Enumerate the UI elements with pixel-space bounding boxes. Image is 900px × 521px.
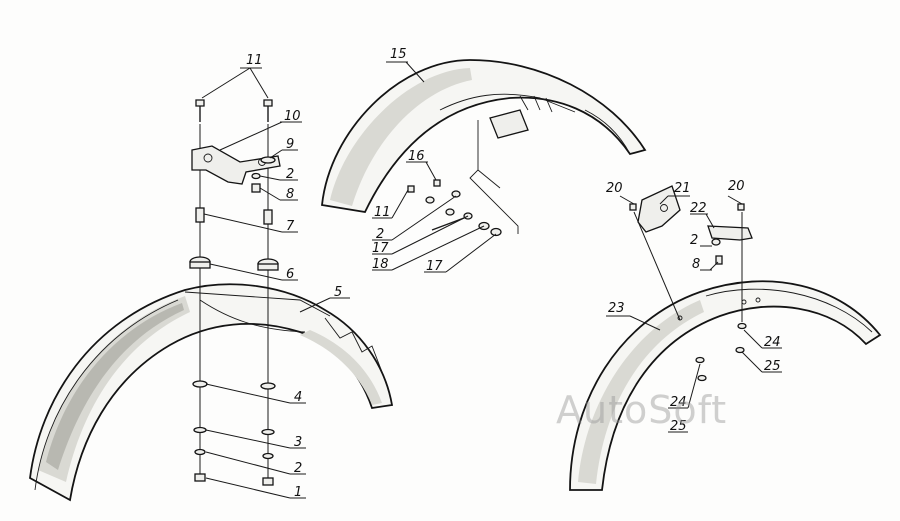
callout-21: 21 (674, 181, 691, 196)
right-bolt-11 (263, 99, 273, 122)
washers-24-25 (695, 322, 747, 382)
callout-5: 5 (334, 285, 342, 300)
callout-2a: 2 (286, 167, 294, 182)
spacer-7 (195, 207, 273, 225)
callout-6: 6 (286, 267, 294, 282)
leaders-right (606, 195, 782, 433)
callout-18: 18 (372, 257, 389, 272)
lockwasher-2-bottom (194, 448, 274, 460)
callout-20b: 20 (728, 179, 745, 194)
callout-25b: 25 (670, 419, 687, 434)
callout-8b: 8 (692, 257, 700, 272)
bushing-6 (189, 256, 279, 271)
washer-9 (260, 156, 276, 164)
callout-20a: 20 (606, 181, 623, 196)
callout-23: 23 (608, 301, 625, 316)
callout-25a: 25 (764, 359, 781, 374)
watermark: AutoSoft (556, 388, 728, 432)
callout-10: 10 (284, 109, 301, 124)
callout-labels: 11 10 9 2 8 7 6 5 4 3 2 1 15 16 11 2 17 … (246, 47, 781, 500)
nut-1 (194, 473, 274, 486)
callout-7: 7 (286, 219, 295, 234)
callout-17b: 17 (426, 259, 443, 274)
callout-3: 3 (294, 435, 302, 450)
callout-2c: 2 (376, 227, 384, 242)
callout-15: 15 (390, 47, 407, 62)
leaders-center (372, 61, 497, 273)
bolt-8-right (715, 255, 723, 265)
callout-2d: 2 (690, 233, 698, 248)
callout-8a: 8 (286, 187, 294, 202)
bolts-11-16 (407, 179, 441, 193)
washer-3 (193, 426, 275, 436)
washer-4 (192, 380, 276, 390)
callout-9: 9 (286, 137, 294, 152)
bracket-plate-center (469, 120, 519, 234)
front-fender-5 (29, 283, 394, 502)
leaders-left (201, 67, 350, 499)
bracket-10 (191, 145, 281, 185)
lockwasher-2-top (251, 172, 261, 180)
callout-2b: 2 (294, 461, 302, 476)
bracket-22 (707, 225, 753, 241)
callout-17a: 17 (372, 241, 389, 256)
callout-24b: 24 (670, 395, 687, 410)
callout-11b: 11 (374, 205, 391, 220)
bolt-8-top (251, 183, 261, 193)
washer-2-right (711, 238, 721, 246)
left-bolt-11 (195, 99, 205, 122)
callout-1: 1 (294, 485, 302, 500)
front-fender-23 (569, 280, 882, 491)
callout-11a: 11 (246, 53, 263, 68)
callout-22: 22 (690, 201, 707, 216)
callout-16: 16 (408, 149, 425, 164)
callout-4: 4 (294, 390, 302, 405)
rear-fender-15 (321, 59, 647, 213)
callout-24a: 24 (764, 335, 781, 350)
